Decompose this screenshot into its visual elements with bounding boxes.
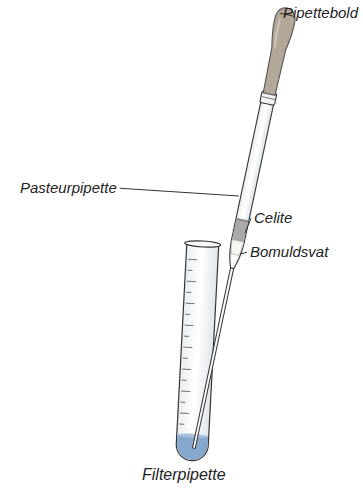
- leader-line: [245, 218, 251, 233]
- bulb-label: Pipettebold: [283, 5, 358, 22]
- pasteur-pipette: [184, 6, 298, 450]
- part-label: Bomuldsvat: [250, 244, 328, 261]
- part-label: Celite: [254, 210, 292, 227]
- caption: Filterpipette: [142, 466, 226, 484]
- leader-line: [240, 252, 247, 254]
- part-label: Pasteurpipette: [20, 180, 117, 197]
- leader-line: [120, 188, 239, 196]
